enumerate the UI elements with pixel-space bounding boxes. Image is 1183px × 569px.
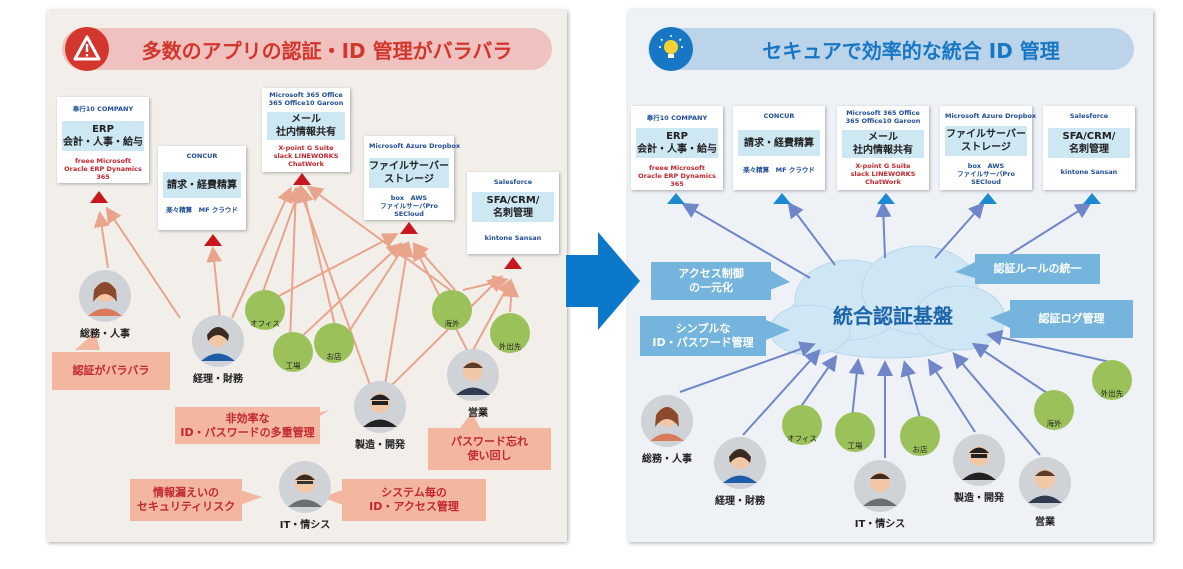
place-label: お店 — [326, 352, 342, 361]
place-label: 工場 — [847, 441, 863, 450]
app-header: CONCUR — [186, 152, 218, 160]
app-footer: 楽々精算 MF クラウド — [166, 206, 238, 214]
person-label: 総務・人事 — [642, 454, 692, 465]
cloud-icon — [769, 245, 1006, 359]
place-label: お店 — [912, 445, 928, 454]
person-label: IT・情シス — [854, 519, 906, 530]
app-header: Salesforce — [493, 178, 533, 186]
left-title-bar: 多数のアプリの認証・ID 管理がバラバラ — [62, 28, 552, 70]
app-band: ファイルサーバーストレージ — [945, 126, 1027, 156]
right-title-bar: セキュアで効率的な統合 ID 管理 — [648, 28, 1134, 70]
person-label: 経理・財務 — [715, 496, 765, 507]
person-label: IT・情シス — [279, 520, 331, 531]
right-app-fileserver: Microsoft Azure Dropbox ファイルサーバーストレージ bo… — [940, 106, 1037, 190]
cloud-label: 統合認証基盤 — [833, 304, 953, 328]
person-label: 経理・財務 — [193, 374, 243, 385]
app-header: Microsoft Azure Dropbox — [945, 112, 1037, 120]
app-band: ファイルサーバーストレージ — [369, 158, 449, 188]
warning-icon — [65, 27, 109, 71]
app-band: 請求・経費精算 — [163, 172, 241, 198]
left-app-fileserver: Microsoft Azure Dropbox ファイルサーバーストレージ bo… — [364, 136, 461, 220]
place-label: オフィス — [787, 434, 817, 443]
callout-auth-scattered: 認証がバラバラ — [52, 352, 170, 390]
app-footer: kintone Sansan — [1060, 168, 1118, 176]
person-label: 営業 — [468, 408, 488, 419]
app-header: CONCUR — [763, 112, 795, 120]
place-label: 外出先 — [1100, 389, 1124, 398]
person-label: 営業 — [1035, 517, 1055, 528]
app-header: 奉行10 COMPANY — [72, 105, 134, 113]
callout-security-risk: 情報漏えいのセキュリティリスク — [130, 479, 242, 521]
left-app-sfa: Salesforce SFA/CRM/名刺管理 kintone Sansan — [467, 172, 559, 254]
left-app-mail: Microsoft 365 Office 365 Office10 Garoon… — [262, 88, 350, 172]
app-header: Salesforce — [1069, 112, 1109, 120]
place-label: 海外 — [444, 319, 460, 328]
place-label: 海外 — [1046, 419, 1062, 428]
app-header: 奉行10 COMPANY — [646, 114, 708, 122]
arrow-right-icon — [566, 232, 640, 330]
place-label: 工場 — [285, 361, 301, 370]
person-label: 製造・開発 — [954, 493, 1004, 504]
app-band: 請求・経費精算 — [738, 130, 820, 156]
person-label: 総務・人事 — [80, 329, 130, 340]
right-title-text: セキュアで効率的な統合 ID 管理 — [762, 38, 1060, 63]
app-footer: 楽々精算 MF クラウド — [743, 166, 815, 174]
right-people-avatars — [641, 395, 1071, 512]
app-band: SFA/CRM/名刺管理 — [472, 192, 554, 222]
app-footer: kintone Sansan — [484, 234, 542, 242]
place-label: 外出先 — [498, 342, 522, 351]
app-band: メール社内情報共有 — [842, 130, 924, 158]
lightbulb-icon — [649, 27, 693, 71]
right-app-markers — [667, 193, 1101, 204]
callout-password-forgot: パスワード忘れ使い回し — [428, 428, 551, 470]
left-app-concur: CONCUR 請求・経費精算 楽々精算 MF クラウド — [158, 146, 246, 230]
app-header: Microsoft 365 Office 365 Office10 Garoon — [268, 91, 344, 107]
place-label: オフィス — [250, 319, 280, 328]
app-header: Microsoft 365 Office 365 Office10 Garoon — [845, 109, 921, 125]
person-label: 製造・開発 — [355, 440, 405, 451]
left-title-text: 多数のアプリの認証・ID 管理がバラバラ — [141, 38, 513, 63]
right-app-sfa: Salesforce SFA/CRM/名刺管理 kintone Sansan — [1043, 106, 1135, 190]
left-place-icons — [245, 290, 530, 372]
app-band: SFA/CRM/名刺管理 — [1048, 128, 1130, 158]
app-header: Microsoft Azure Dropbox — [369, 142, 461, 150]
left-app-markers — [90, 173, 522, 269]
app-band: メール社内情報共有 — [267, 112, 345, 140]
callout-access-control: アクセス制御の一元化 — [651, 262, 771, 300]
left-connectors — [93, 184, 520, 386]
right-app-mail: Microsoft 365 Office 365 Office10 Garoon… — [837, 106, 929, 190]
left-people-avatars — [79, 270, 499, 513]
callout-auth-logs: 認証ログ管理 — [1010, 300, 1133, 338]
right-app-concur: CONCUR 請求・経費精算 楽々精算 MF クラウド — [733, 106, 825, 190]
callout-auth-rules: 認証ルールの統一 — [975, 254, 1100, 284]
right-place-icons — [782, 360, 1132, 456]
